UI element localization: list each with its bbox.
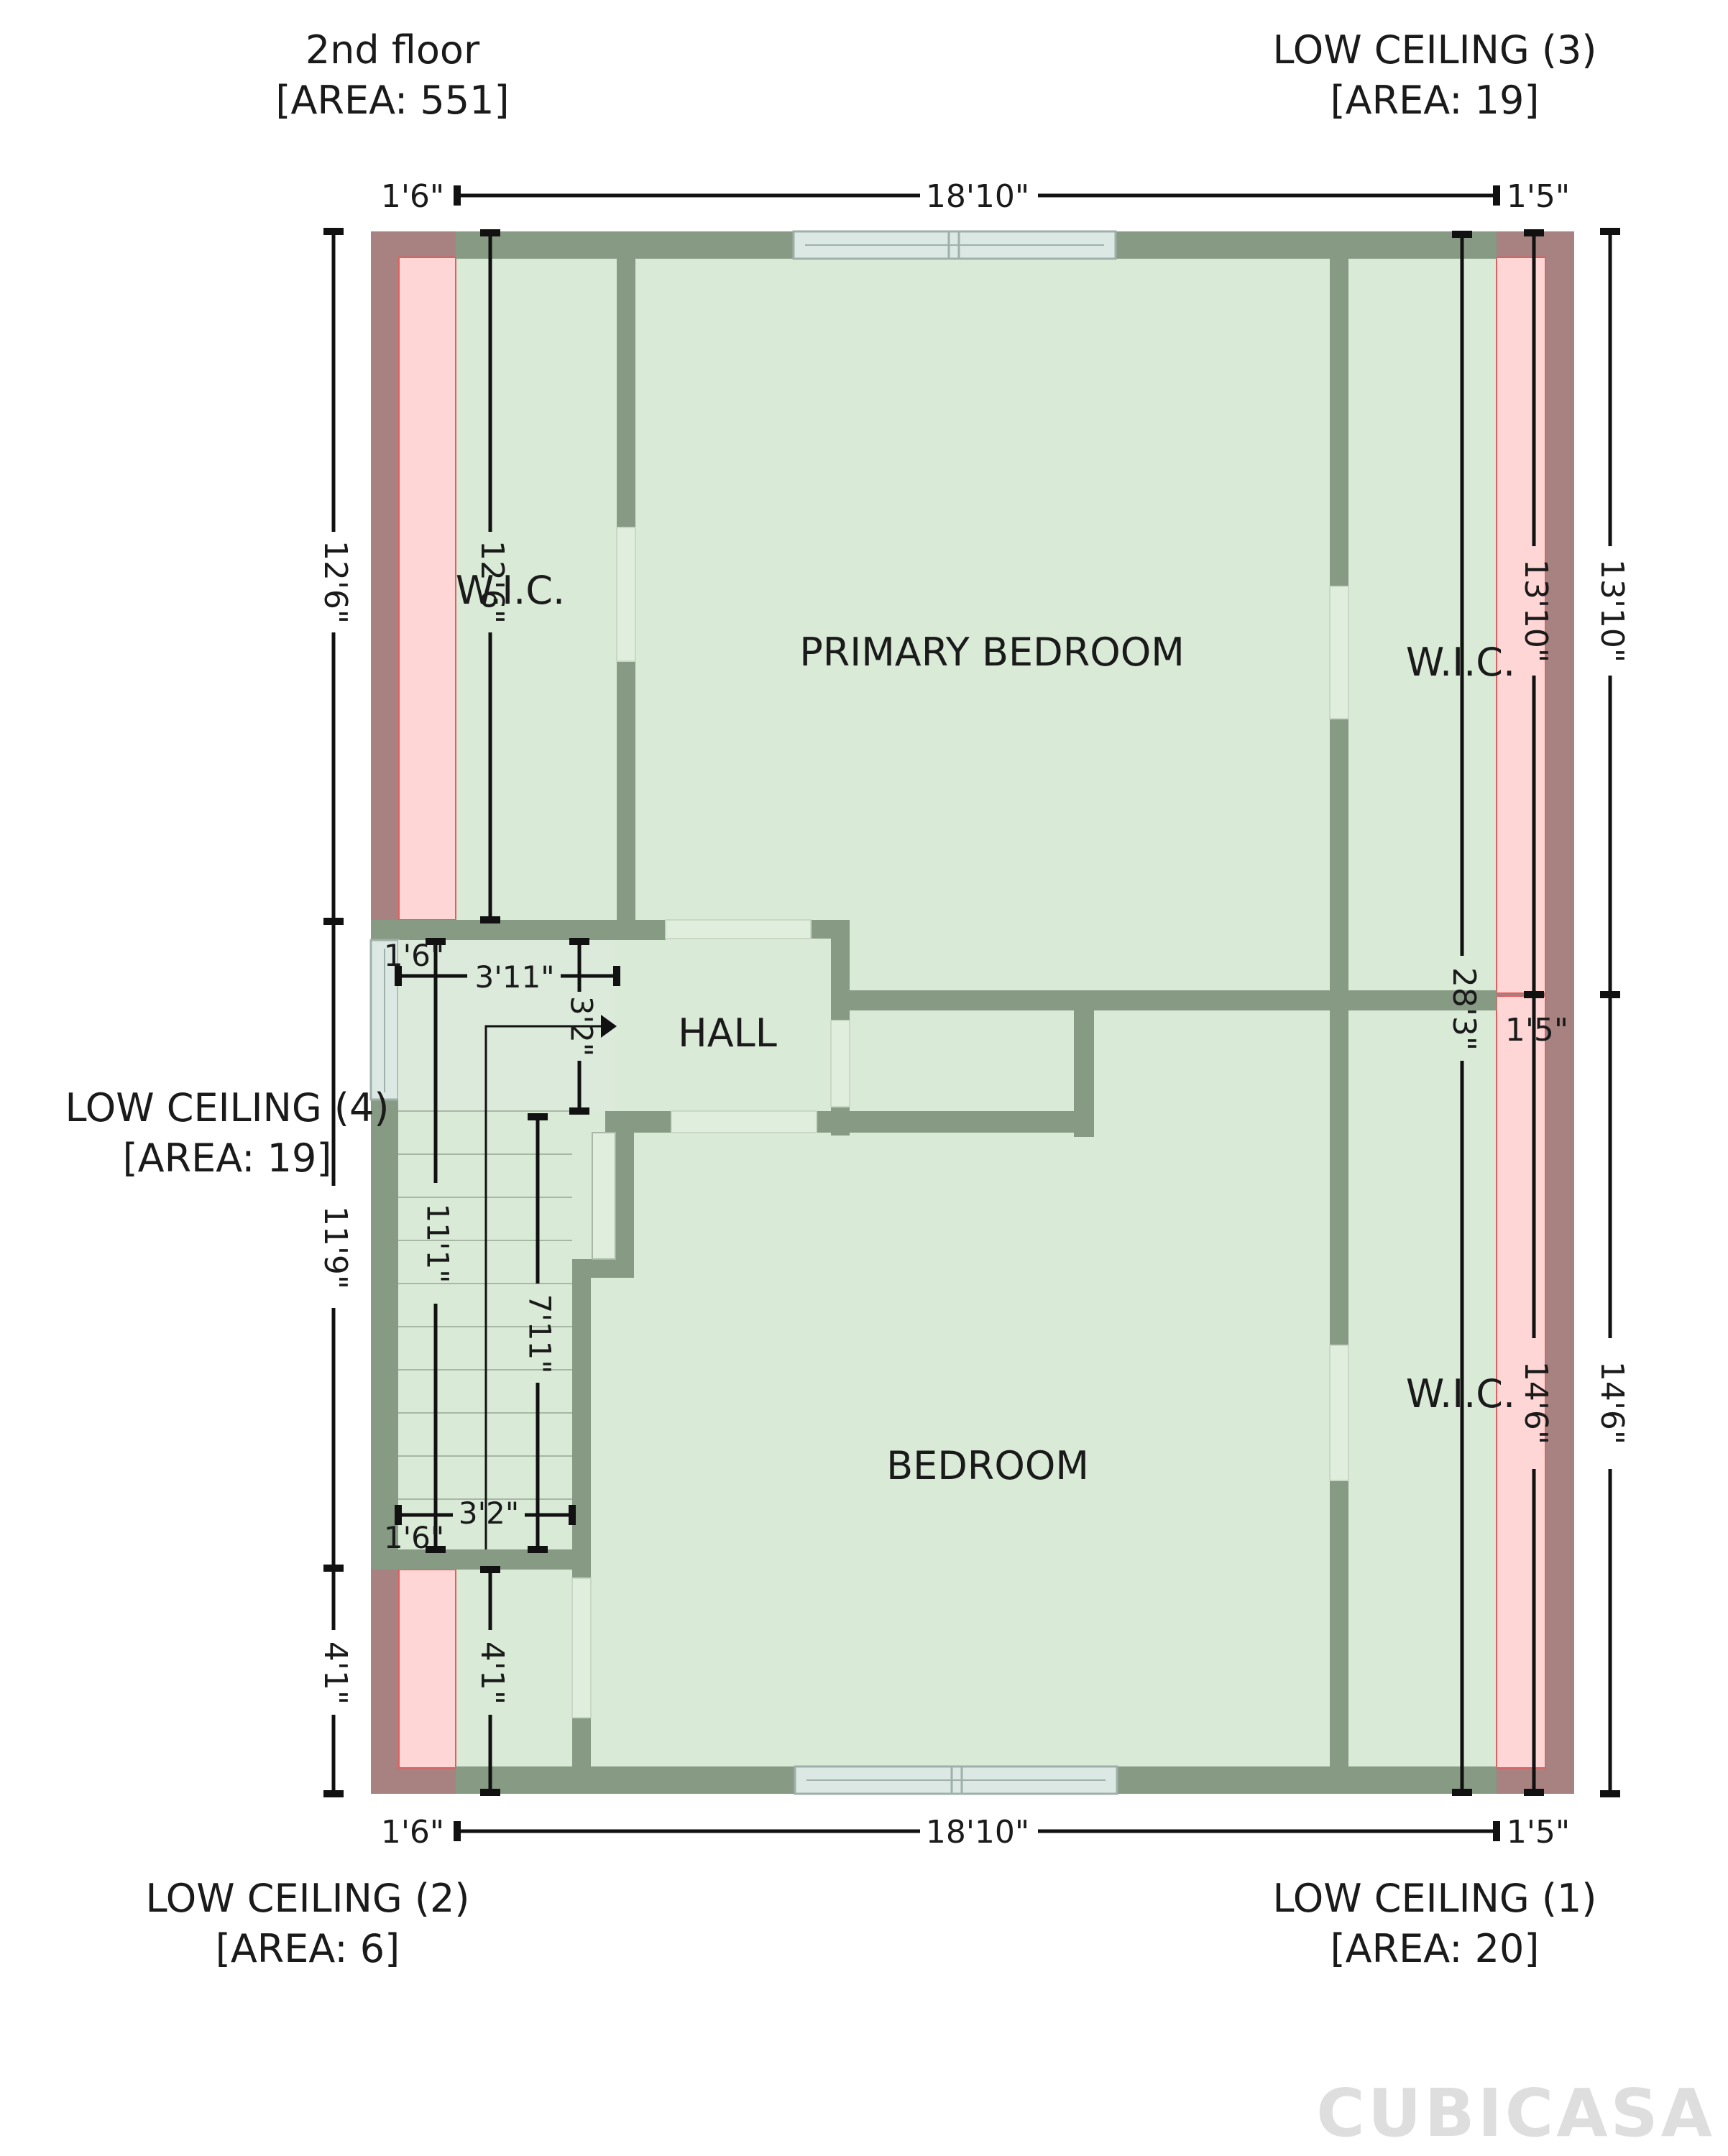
low-ceiling-4-area: [AREA: 19]	[123, 1135, 332, 1181]
dim-stair-bottom-small: 1'6"	[384, 1520, 444, 1555]
low-ceiling-2-area: [AREA: 6]	[216, 1926, 400, 1971]
dim-inner-left-lower: 4'1"	[474, 1641, 510, 1705]
door-wic-left	[616, 527, 636, 662]
wall-closet-bottom	[817, 1111, 1094, 1133]
wall-bedroom-left-low	[572, 1718, 591, 1768]
wall-wic-left	[617, 259, 635, 528]
stair-direction-arrow	[601, 1015, 617, 1038]
dim-left-upper: 12'6"	[317, 540, 354, 624]
dim-stair-top-depth: 3'2"	[564, 996, 599, 1056]
door-openings	[571, 527, 1349, 1718]
room-label-hall: HALL	[678, 1010, 777, 1056]
dim-right-lower: 14'6"	[1594, 1361, 1630, 1445]
room-label-wic-right-bottom: W.I.C.	[1406, 1371, 1515, 1416]
dim-left-middle: 11'9"	[317, 1206, 354, 1289]
dim-bottom-right: 1'5"	[1507, 1814, 1570, 1851]
dim-bottom-left: 1'6"	[381, 1814, 444, 1851]
dim-top-right: 1'5"	[1507, 178, 1570, 215]
stair-closet-bevel	[592, 1132, 616, 1260]
dim-stair-top-width: 3'11"	[474, 959, 554, 995]
door-bedroom-left	[571, 1577, 592, 1718]
dim-bottom-mid: 18'10"	[926, 1814, 1029, 1851]
floor-area: [AREA: 551]	[275, 78, 509, 123]
dim-overall-height: 28'3"	[1446, 967, 1482, 1051]
wall-hall-bottom-left	[605, 1111, 671, 1133]
room-label-bedroom: BEDROOM	[886, 1443, 1089, 1488]
door-wic-right-top	[1329, 586, 1349, 719]
dim-top-left: 1'6"	[381, 178, 444, 215]
wall-wic-left-lower	[617, 661, 635, 921]
dim-stair-top-small: 1'6"	[384, 938, 444, 973]
low-ceiling-zone-1-inner	[1496, 995, 1546, 1769]
dim-stair-bottom-width: 3'2"	[459, 1496, 519, 1531]
dim-inner-right-upper: 13'10"	[1517, 559, 1554, 663]
low-ceiling-1-title: LOW CEILING (1)	[1273, 1876, 1597, 1921]
stair-direction-line	[484, 1025, 604, 1549]
low-ceiling-zone-2-inner	[398, 1569, 456, 1769]
low-ceiling-1-area: [AREA: 20]	[1331, 1926, 1540, 1971]
low-ceiling-zone-3-inner	[1496, 257, 1546, 994]
cubicasa-logo: CUBICASA	[1316, 2075, 1715, 2152]
wall-wic-right	[1330, 259, 1348, 586]
wall-wic-right-mid	[1330, 719, 1348, 1345]
low-ceiling-3-area: [AREA: 19]	[1331, 78, 1540, 123]
room-label-primary-bedroom: PRIMARY BEDROOM	[799, 630, 1185, 675]
dimension-lines	[323, 185, 1620, 1841]
wall-stair-right	[615, 1111, 634, 1278]
low-ceiling-2-title: LOW CEILING (2)	[146, 1876, 470, 1921]
wall-primary-bottom	[831, 990, 1497, 1010]
dim-stair-inner-run: 7'11"	[523, 1294, 558, 1373]
low-ceiling-3-title: LOW CEILING (3)	[1273, 27, 1597, 73]
dim-inner-right-mid: 1'5"	[1505, 1012, 1568, 1049]
door-hall-right	[830, 1020, 850, 1107]
wall-stair-inner	[572, 1259, 591, 1578]
door-wic-right-bottom	[1329, 1345, 1349, 1481]
dim-top-mid: 18'10"	[926, 178, 1029, 215]
room-label-wic-left: W.I.C.	[456, 568, 565, 613]
door-hall-top	[665, 919, 812, 939]
low-ceiling-4-title: LOW CEILING (4)	[65, 1085, 390, 1130]
dim-right-upper: 13'10"	[1594, 559, 1630, 663]
windows	[369, 230, 1118, 1795]
low-ceiling-zone-4-top-inner	[398, 257, 456, 921]
dim-inner-left-upper: 12'6"	[474, 540, 510, 624]
wall-upper-hall	[371, 920, 666, 940]
door-hall-bottom	[671, 1110, 817, 1133]
wall-wic-right-low	[1330, 1480, 1348, 1766]
dim-inner-right-lower: 14'6"	[1517, 1361, 1554, 1445]
floor-title: 2nd floor	[305, 27, 480, 73]
room-label-wic-right-top: W.I.C.	[1406, 640, 1515, 685]
dim-left-lower: 4'1"	[317, 1641, 354, 1705]
dim-stair-run: 11'1"	[420, 1203, 456, 1283]
